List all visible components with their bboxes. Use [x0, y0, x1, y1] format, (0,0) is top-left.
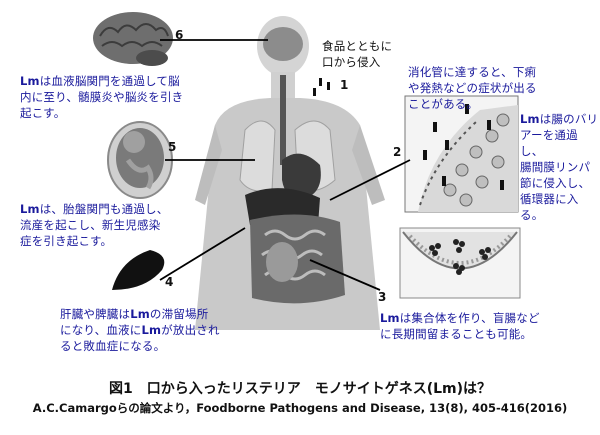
- annotation-2-line2: や発熱などの症状が出る: [408, 81, 537, 95]
- annotation-6-bold: Lm: [20, 74, 40, 88]
- brain-inset: [93, 12, 173, 66]
- annotation-3-bold: Lm: [380, 311, 400, 325]
- annotation-2-side: Lmは腸のバリ アーを通過し、 腸間膜リンパ 節に侵入し、 循環器に入る。: [520, 111, 600, 223]
- annotation-5-line1: は、胎盤関門も通過し、: [39, 202, 169, 216]
- stomach: [282, 153, 321, 200]
- brain-in-head: [263, 27, 303, 61]
- figure-caption-source: A.C.Camargoらの論文より，Foodborne Pathogens an…: [32, 401, 568, 415]
- bacteria-icon: [313, 78, 330, 96]
- annotation-4: 肝臓や脾臓はLmの滞留場所 になり、血液にLmが放出され ると敗血症になる。: [60, 306, 220, 354]
- annotation-5-bold: Lm: [20, 202, 40, 216]
- annotation-4-line1-pre: 肝臓や脾臓は: [60, 307, 131, 321]
- marker-3: 3: [378, 290, 387, 304]
- cecum-inset: [399, 227, 521, 299]
- annotation-4-line2-bold: Lm: [141, 323, 162, 337]
- annotation-2-line4: は腸のバリ: [539, 112, 599, 126]
- annotation-1: 食品とともに 口から侵入: [322, 38, 392, 70]
- marker-4: 4: [165, 275, 174, 289]
- marker-6: 6: [175, 28, 184, 42]
- annotation-4-line3: ると敗血症になる。: [60, 339, 166, 353]
- annotation-2-line8: 循環器に入る。: [520, 192, 579, 222]
- annotation-4-line2-pre: になり、血液に: [60, 323, 142, 337]
- annotation-6-line2: 内に至り、髄膜炎や脳炎を引き: [20, 90, 184, 104]
- annotation-4-line1-bold: Lm: [130, 307, 150, 321]
- marker-1: 1: [340, 78, 349, 92]
- annotation-2-top: 消化管に達すると、下痢 や発熱などの症状が出る ことがある。: [408, 64, 598, 112]
- annotation-5-line2: 流産を起こし、新生児感染: [20, 218, 161, 232]
- annotation-6-line1: は血液脳関門を通過して脳: [39, 74, 180, 88]
- annotation-3-line1: は集合体を作り、盲腸など: [399, 311, 540, 325]
- annotation-3-line2: に長期間留まることも可能。: [380, 327, 533, 341]
- annotation-5-line3: 症を引き起こす。: [20, 234, 113, 248]
- figure-caption-title: 図1 口から入ったリステリア モノサイトゲネス(Lm)は？: [108, 381, 492, 397]
- intestinal-villi-inset: [404, 95, 519, 213]
- annotation-1-line1: 食品とともに: [322, 39, 393, 53]
- marker-2: 2: [393, 145, 402, 159]
- annotation-2-line3: ことがある。: [408, 97, 479, 111]
- annotation-2-line6: 腸間膜リンパ: [520, 160, 591, 174]
- annotation-4-line2-post: が放出され: [161, 323, 220, 337]
- fetus-inset: [107, 121, 173, 199]
- annotation-6-line3: 起こす。: [20, 106, 66, 120]
- annotation-5: Lmは、胎盤関門も通過し、 流産を起こし、新生児感染 症を引き起こす。: [20, 201, 168, 249]
- annotation-3: Lmは集合体を作り、盲腸など に長期間留まることも可能。: [380, 310, 540, 342]
- annotation-2-line5: アーを通過し、: [520, 128, 578, 158]
- liver-inset: [112, 250, 165, 290]
- annotation-2-bold: Lm: [520, 112, 540, 126]
- annotation-2-line7: 節に侵入し、: [520, 176, 591, 190]
- annotation-6: Lmは血液脳関門を通過して脳 内に至り、髄膜炎や脳炎を引き 起こす。: [20, 73, 183, 121]
- marker-5: 5: [168, 140, 177, 154]
- annotation-4-line1-post: の滞留場所: [149, 307, 209, 321]
- annotation-2-line1: 消化管に達すると、下痢: [408, 65, 537, 79]
- annotation-1-line2: 口から侵入: [322, 55, 381, 69]
- leader-lines: [159, 39, 411, 291]
